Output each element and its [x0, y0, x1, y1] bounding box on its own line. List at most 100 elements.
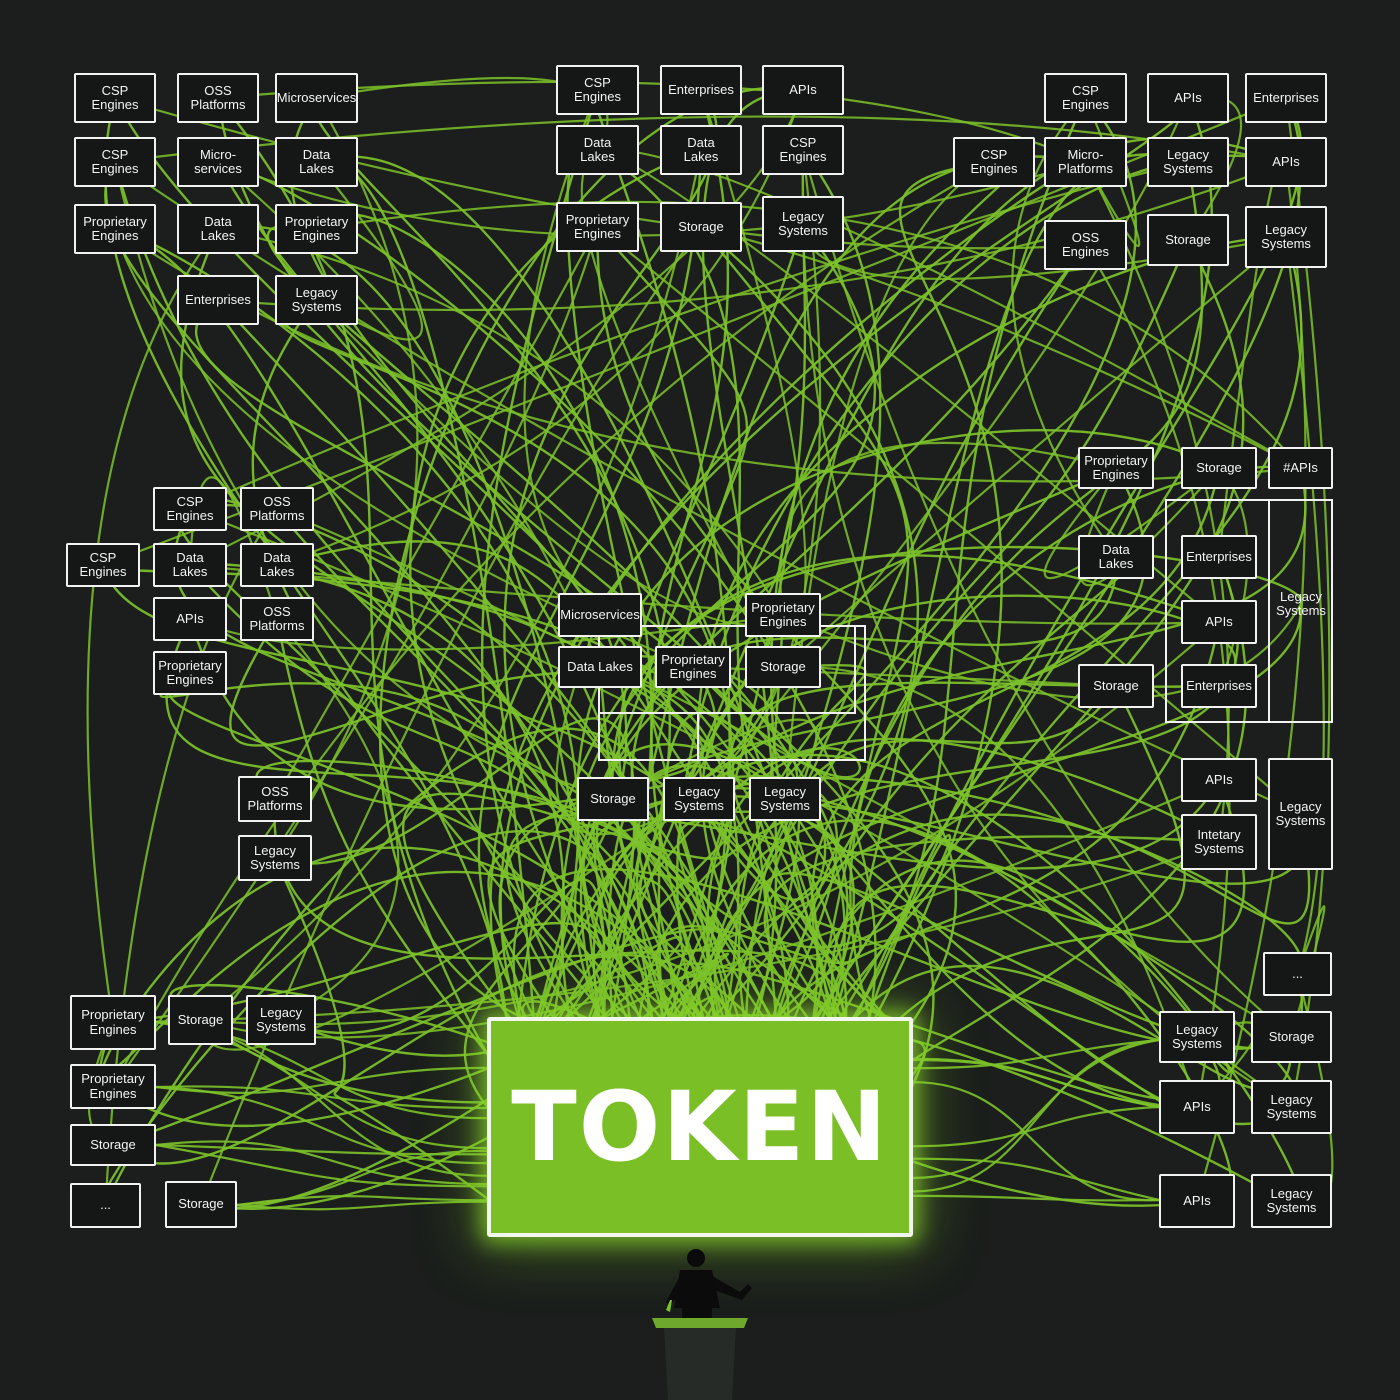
- wire-path: [911, 1038, 1161, 1193]
- wire-path: [691, 797, 827, 1019]
- wire-path: [713, 602, 1303, 1019]
- wire-path: [579, 243, 1087, 1194]
- wire-path: [273, 96, 419, 860]
- node-legacy-systems: Legacy Systems: [1251, 1174, 1332, 1228]
- node-microservices: Microservices: [275, 73, 358, 123]
- node-oss-platforms: OSS Platforms: [177, 73, 259, 123]
- node-apis: APIs: [1159, 1080, 1235, 1134]
- speaker-at-podium-icon: [652, 1249, 752, 1400]
- wire-path: [188, 160, 1190, 511]
- frame-center-divider: [697, 714, 700, 761]
- node-storage: Storage: [577, 777, 649, 821]
- node-legacy-systems: Legacy Systems: [238, 835, 312, 881]
- wire-path: [275, 617, 400, 1022]
- node-enterprises: Enterprises: [177, 275, 259, 325]
- wire-path: [911, 1157, 1161, 1202]
- wire-path: [195, 298, 846, 1106]
- node-data-lakes: Data Lakes: [275, 137, 358, 187]
- node-ellipsis: ...: [1263, 952, 1332, 996]
- node-legacy-systems: Legacy Systems: [1251, 1080, 1332, 1134]
- node-storage: Storage: [660, 202, 742, 252]
- node-legacy-systems: Legacy Systems: [275, 275, 358, 325]
- wire-path: [582, 466, 1146, 1019]
- node-data-lakes: Data Lakes: [556, 125, 639, 175]
- wire-path: [154, 1085, 489, 1165]
- wire-path: [745, 684, 1118, 1019]
- frame-center-inner: [598, 625, 856, 714]
- wire-path: [699, 225, 910, 1019]
- wire-path: [378, 86, 805, 1019]
- node-storage: Storage: [1078, 664, 1154, 708]
- node-data-lakes: Data Lakes: [660, 125, 742, 175]
- wire-path: [179, 227, 861, 1222]
- wire-path: [154, 1140, 489, 1186]
- node-apis: APIs: [153, 597, 227, 641]
- node-apis: APIs: [762, 65, 844, 115]
- wire-path: [911, 1057, 1161, 1109]
- node-oss-platforms: OSS Platforms: [238, 776, 312, 822]
- node-oss-platforms: OSS Platforms: [240, 487, 314, 531]
- wire-path: [401, 792, 730, 1019]
- node-oss-engines: OSS Engines: [1044, 220, 1127, 270]
- wire-path: [111, 928, 724, 1147]
- node-apis: APIs: [1245, 137, 1327, 187]
- node-intetary-systems: Intetary Systems: [1181, 814, 1257, 870]
- node-storage: Storage: [1251, 1011, 1332, 1063]
- node-csp-engines: CSP Engines: [762, 125, 844, 175]
- token-box: TOKEN: [487, 1017, 913, 1237]
- wire-path: [188, 563, 800, 1127]
- node-storage: Storage: [70, 1124, 156, 1166]
- node-data-lakes: Data Lakes: [153, 543, 227, 587]
- node-legacy-systems: Legacy Systems: [1147, 137, 1229, 187]
- node-apis: APIs: [1181, 758, 1257, 802]
- wire-path: [111, 954, 733, 1165]
- wire-path: [801, 148, 1293, 1039]
- wire-path: [111, 225, 599, 1088]
- node-legacy-systems: Legacy Systems: [663, 777, 735, 821]
- node-apis: APIs: [1181, 600, 1257, 644]
- frame-right-divider: [1268, 499, 1271, 723]
- wire-path: [159, 671, 631, 1019]
- wire-path: [315, 155, 847, 1019]
- node-ellipsis: ...: [70, 1183, 141, 1228]
- node-storage: Storage: [1147, 214, 1229, 266]
- node-proprietary-engines: Proprietary Engines: [70, 995, 156, 1050]
- frame-right-group: [1165, 499, 1333, 723]
- wire-path: [670, 243, 1087, 1019]
- wire-path: [911, 1194, 1161, 1202]
- node-data-lakes: Data Lakes: [1078, 535, 1154, 579]
- node-proprietary-engines: Proprietary Engines: [153, 651, 227, 695]
- wire-path: [315, 160, 423, 341]
- wire-path: [1043, 466, 1221, 580]
- wire-path: [550, 96, 1137, 1022]
- node-apis: APIs: [1147, 73, 1229, 123]
- node-legacy-systems: Legacy Systems: [1159, 1011, 1235, 1063]
- wire-path: [165, 617, 733, 1086]
- node-csp-engines: CSP Engines: [1044, 73, 1127, 123]
- wire-path: [517, 554, 1221, 1019]
- wire-path: [154, 1143, 489, 1188]
- wire-path: [275, 88, 805, 567]
- wire-path: [699, 88, 807, 669]
- node-csp-engines: CSP Engines: [74, 137, 156, 187]
- node-apis: #APIs: [1268, 447, 1333, 489]
- node-proprietary-engines: Proprietary Engines: [275, 204, 358, 254]
- node-oss-platforms: OSS Platforms: [240, 597, 314, 641]
- node-data-lakes: Data Lakes: [177, 204, 259, 254]
- wire-path: [911, 1038, 1161, 1070]
- node-proprietary-engines: Proprietary Engines: [74, 204, 156, 254]
- wire-path: [781, 665, 1199, 1109]
- node-proprietary-engines: Proprietary Engines: [556, 202, 639, 252]
- wire-path: [266, 224, 849, 1019]
- node-storage: Storage: [1181, 447, 1257, 489]
- node-micro-platforms: Micro- Platforms: [1044, 137, 1127, 187]
- node-csp-engines: CSP Engines: [153, 487, 227, 531]
- wire-path: [113, 160, 1302, 816]
- wire-path: [188, 613, 785, 651]
- wire-path: [911, 1038, 1161, 1180]
- node-proprietary-engines: Proprietary Engines: [1078, 447, 1154, 489]
- node-csp-engines: CSP Engines: [556, 65, 639, 115]
- node-legacy-systems: Legacy Systems: [1245, 206, 1327, 268]
- node-csp-engines: CSP Engines: [66, 543, 140, 587]
